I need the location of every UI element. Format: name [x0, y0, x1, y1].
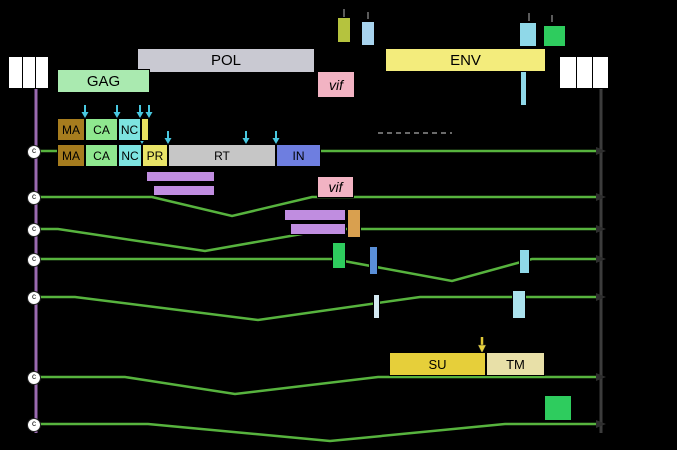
mrna-cap-icon: c	[27, 418, 41, 432]
cleavage-product-bar	[146, 171, 215, 182]
vif-protein: vif	[317, 176, 354, 198]
ma-domain: MA	[57, 118, 85, 141]
ca-domain: CA	[85, 144, 118, 167]
mrna-6-line	[40, 375, 597, 396]
mrna-cap-icon: c	[27, 291, 41, 305]
mrna-5-arrowhead-icon	[596, 293, 606, 301]
mrna-7-arrowhead-icon	[596, 420, 606, 428]
accessory-orf-box	[337, 17, 351, 43]
orf-box-orange	[347, 209, 361, 238]
nc-domain: NC	[118, 118, 141, 141]
accessory-orf-box	[519, 22, 537, 47]
mrna-2-arrowhead-icon	[596, 193, 606, 201]
cleavage-product-bar	[290, 223, 346, 235]
cleavage-arrow-icon	[164, 131, 172, 144]
orf-box-blue	[369, 246, 378, 275]
accessory-orf-box	[543, 25, 566, 47]
ltr-left	[8, 56, 49, 89]
cleavage-arrow-icon	[145, 105, 153, 118]
cleavage-arrow-icon	[272, 131, 280, 144]
cleavage-arrow-icon	[113, 105, 121, 118]
mrna-6-arrowhead-icon	[596, 373, 606, 381]
in-domain: IN	[276, 144, 321, 167]
gag-gene: GAG	[57, 69, 150, 93]
pol-gene: POL	[137, 48, 315, 73]
pr-domain: PR	[142, 144, 168, 167]
mrna-cap-icon: c	[27, 371, 41, 385]
ma-domain: MA	[57, 144, 85, 167]
cleavage-arrow-icon	[136, 105, 144, 118]
orf-box-pale	[373, 294, 380, 319]
mrna-2-line	[40, 195, 597, 218]
ca-domain: CA	[85, 118, 118, 141]
orf-box-green	[544, 395, 572, 421]
rt-domain: RT	[168, 144, 276, 167]
mrna-3-arrowhead-icon	[596, 225, 606, 233]
orf-box-cyan	[512, 290, 526, 319]
p-domain-sliver	[141, 118, 149, 141]
mrna-cap-icon: c	[27, 223, 41, 237]
env-gene: ENV	[385, 48, 546, 72]
env-exon-sliver	[521, 72, 526, 105]
mrna-7-line	[40, 422, 597, 443]
accessory-orf-box	[361, 21, 375, 46]
mrna-cap-icon: c	[27, 191, 41, 205]
orf-box-cyan	[519, 249, 530, 274]
ltr-right	[559, 56, 609, 89]
cleavage-product-bar	[153, 185, 215, 196]
cleavage-arrow-icon	[81, 105, 89, 118]
env-cleavage-arrow-icon	[477, 337, 487, 354]
mrna-1-arrowhead-icon	[596, 147, 606, 155]
cleavage-arrow-icon	[242, 131, 250, 144]
mrna-4-arrowhead-icon	[596, 255, 606, 263]
mrna-4-line	[40, 257, 597, 283]
orf-box-green	[332, 242, 346, 269]
mrna-cap-icon: c	[27, 145, 41, 159]
cleavage-product-bar	[284, 209, 346, 221]
tm-domain: TM	[486, 352, 545, 376]
nc-domain: NC	[118, 144, 142, 167]
mrna-cap-icon: c	[27, 253, 41, 267]
su-domain: SU	[389, 352, 486, 376]
mrna-5-line	[40, 295, 597, 322]
vif-gene: vif	[317, 71, 355, 98]
mrna-3-line	[40, 227, 597, 253]
